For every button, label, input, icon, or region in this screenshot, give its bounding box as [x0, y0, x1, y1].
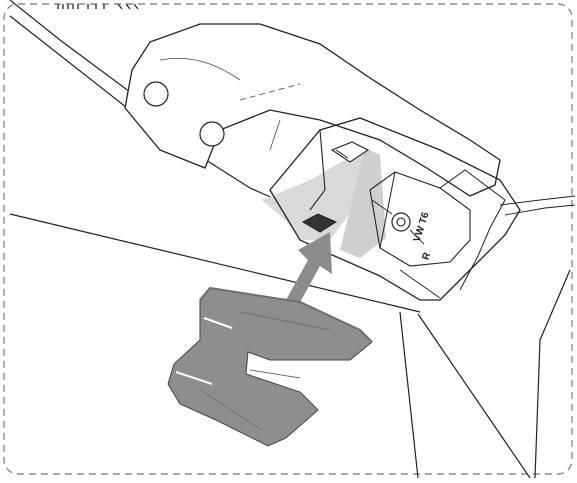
bracket-shadow: [262, 150, 365, 240]
bracket-shadow-right: [340, 148, 386, 258]
trim-hole-right: [199, 121, 225, 147]
bracket-slot-top: [330, 141, 370, 163]
insert-direction-arrow-icon: [286, 232, 332, 306]
bracket-label-line1: VW T6: [412, 211, 432, 244]
cropped-header-fragment: [57, 3, 139, 10]
mounting-bracket: [269, 117, 576, 301]
dashed-frame: [3, 3, 573, 475]
bracket-slot-lower: [301, 213, 338, 233]
trim-piece: [124, 23, 501, 197]
bracket-label: VW T6 R: [412, 211, 434, 262]
screw-icon: [391, 212, 411, 232]
bracket-label-line2: R: [421, 250, 434, 261]
trim-hole-left: [143, 81, 169, 107]
cover-piece: [167, 286, 373, 447]
